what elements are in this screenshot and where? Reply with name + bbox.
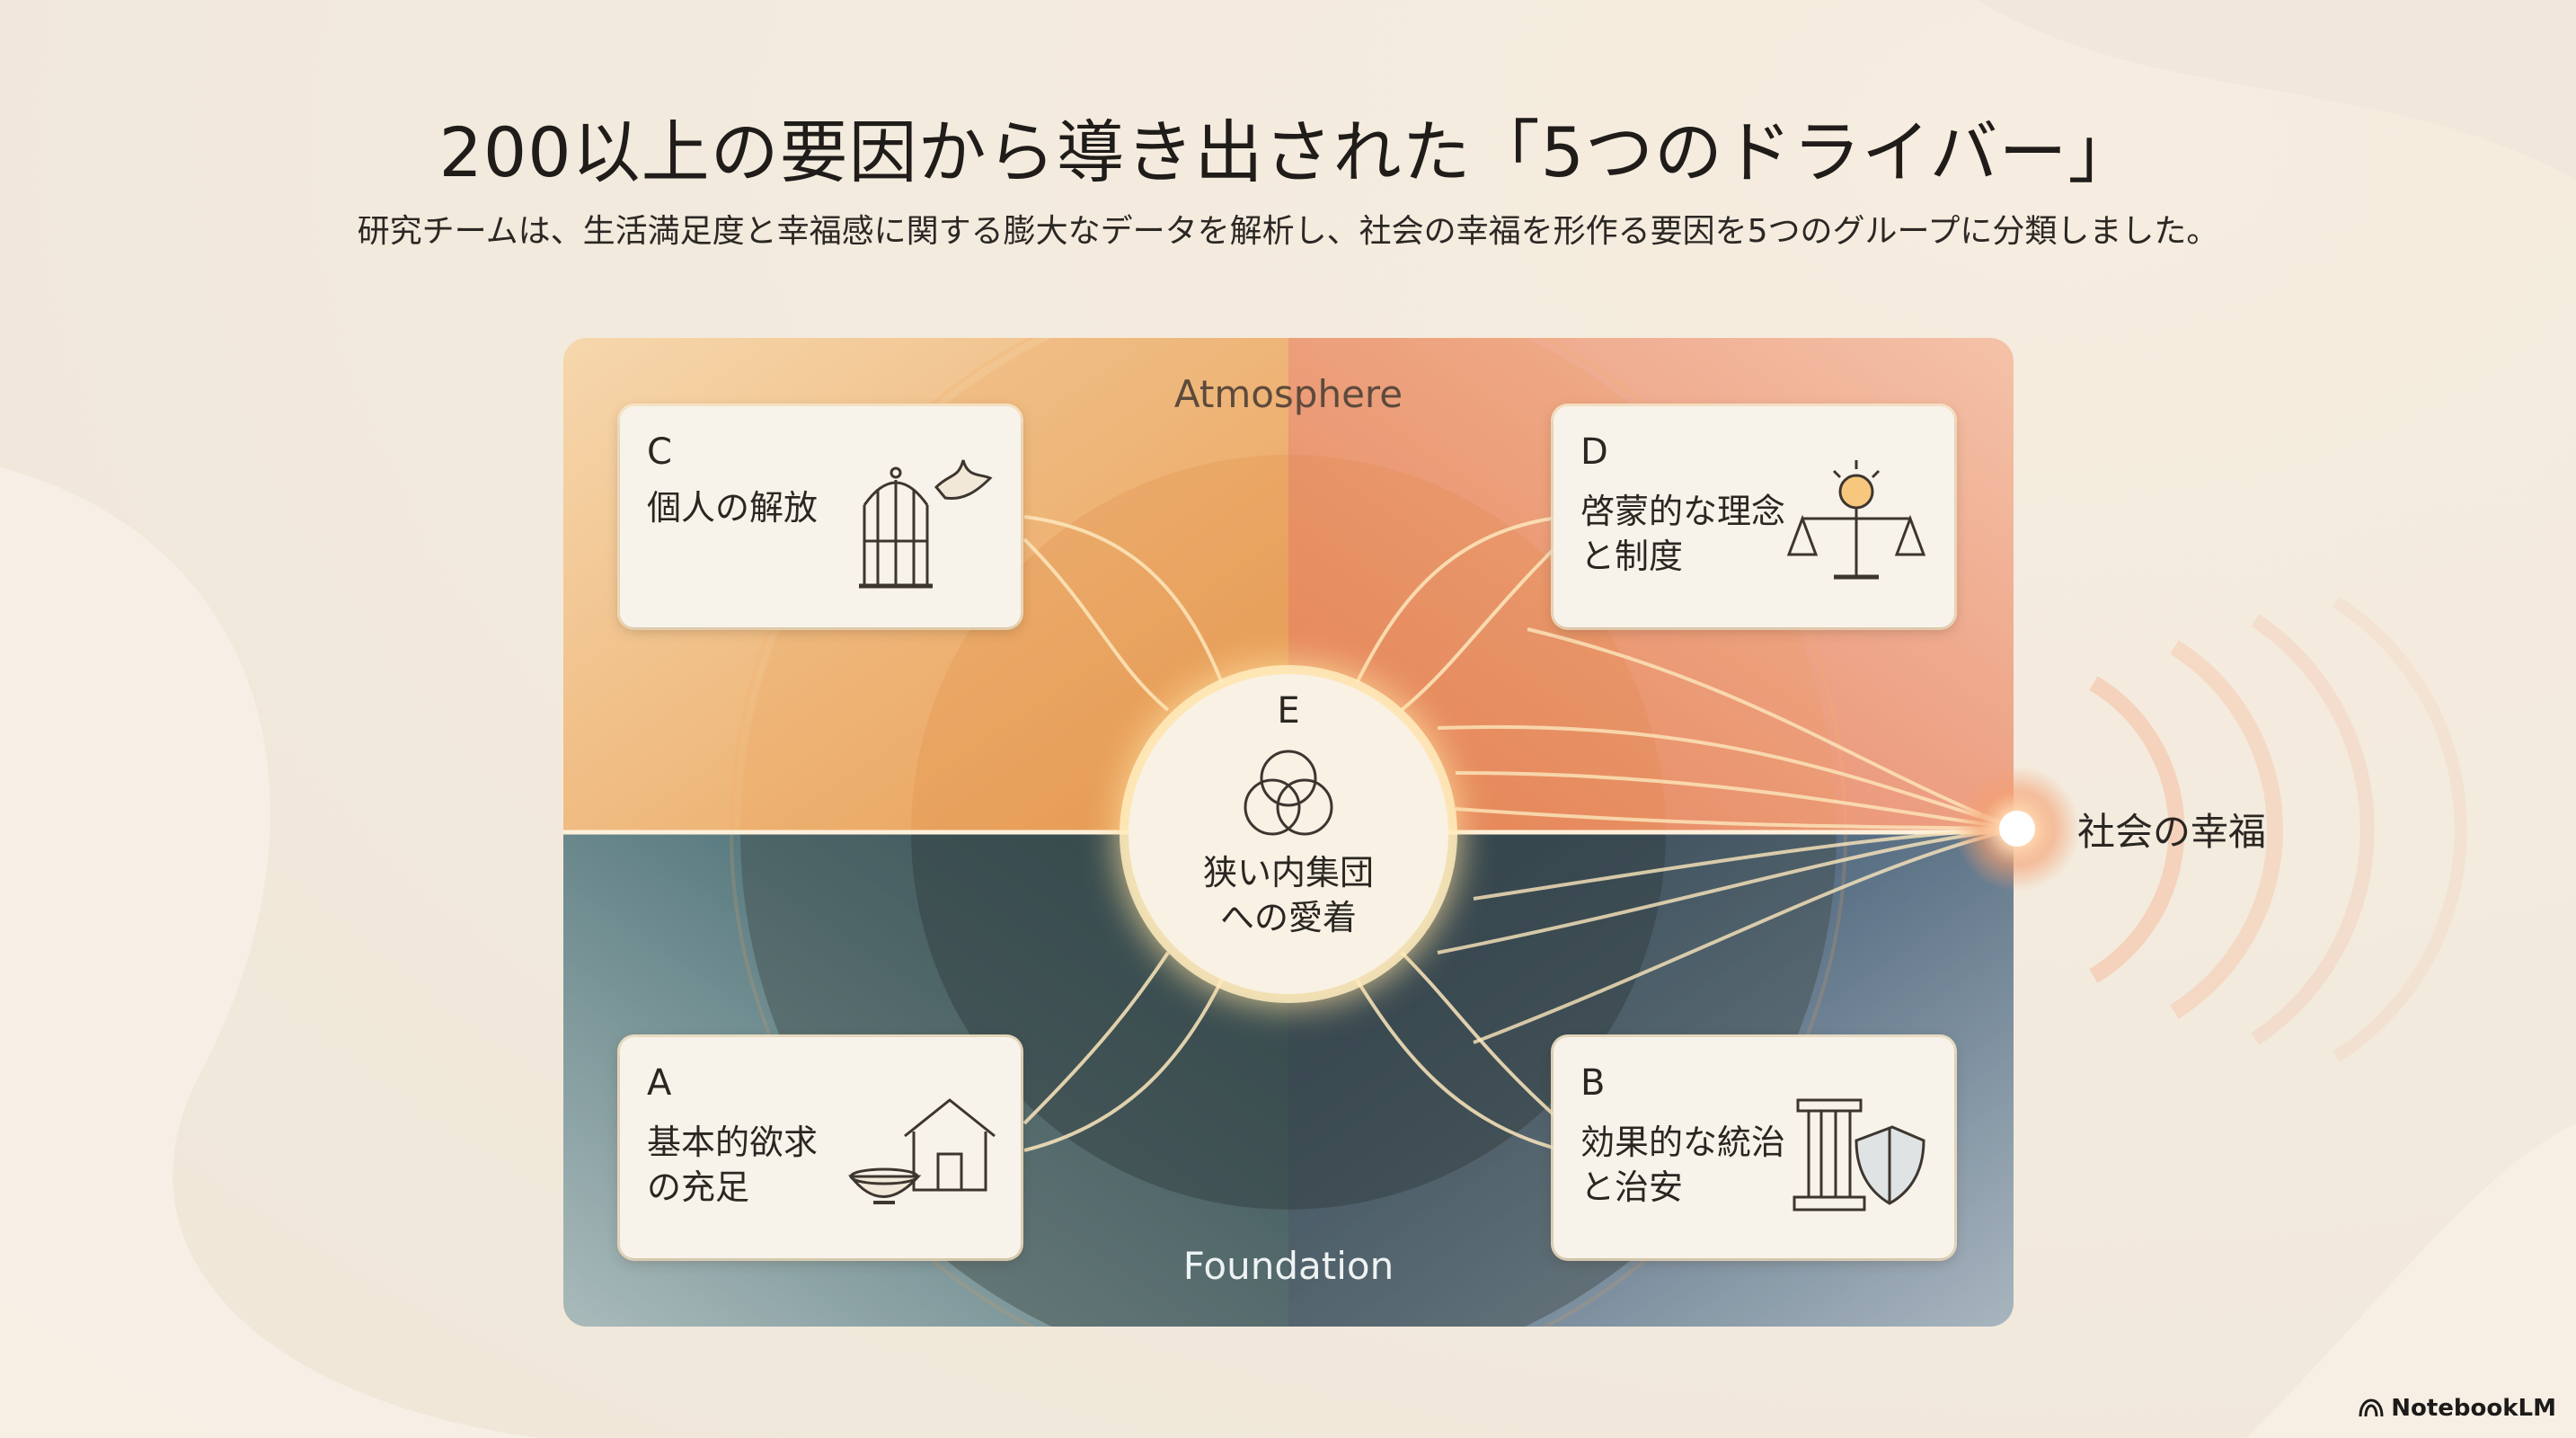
card-label-line2: の充足 — [647, 1167, 750, 1207]
card-label: 効果的な統治 と治安 — [1580, 1120, 1787, 1210]
page-subtitle: 研究チームは、生活満足度と幸福感に関する膨大なデータを解析し、社会の幸福を形作る… — [357, 213, 2219, 250]
target-glow — [2089, 597, 2467, 1062]
target-label: 社会の幸福 — [2077, 810, 2267, 854]
bowl-house-icon — [847, 1098, 996, 1204]
driver-card-d: D 啓蒙的な理念 と制度 — [1554, 406, 1954, 627]
connection-lines — [1022, 515, 1565, 1152]
center-letter: E — [1277, 690, 1300, 732]
card-letter: B — [1580, 1062, 1606, 1104]
center-label-line2: への愛着 — [1219, 898, 1357, 937]
card-label-line2: と制度 — [1580, 537, 1684, 576]
foundation-label: Foundation — [1182, 1244, 1394, 1288]
atmosphere-label: Atmosphere — [1173, 372, 1403, 416]
card-label: 個人の解放 — [647, 488, 819, 528]
flow-lines — [1437, 627, 2018, 1044]
scales-lightbulb-icon — [1786, 460, 1926, 580]
card-label: 基本的欲求 の充足 — [647, 1120, 854, 1210]
notebooklm-logo-icon — [2359, 1398, 2384, 1417]
center-label: 狭い内集団 への愛着 — [1129, 850, 1448, 940]
overlapping-circles-icon — [1244, 750, 1333, 836]
driver-card-a: A 基本的欲求 の充足 — [620, 1037, 1021, 1258]
driver-card-c: C 個人の解放 — [620, 406, 1021, 627]
card-label-line1: 基本的欲求 — [647, 1123, 819, 1162]
page-title: 200以上の要因から導き出された「5つのドライバー」 — [438, 112, 2138, 192]
brand-mark: NotebookLM — [2359, 1395, 2556, 1422]
card-label-line1: 効果的な統治 — [1580, 1123, 1786, 1162]
card-letter: D — [1580, 431, 1608, 473]
card-label: 啓蒙的な理念 と制度 — [1580, 489, 1787, 579]
driver-circle-e: E 狭い内集団 への愛着 — [1129, 674, 1448, 994]
card-label-line1: 啓蒙的な理念 — [1580, 492, 1786, 531]
center-label-line1: 狭い内集団 — [1202, 853, 1374, 892]
driver-card-b: B 効果的な統治 と治安 — [1554, 1037, 1954, 1258]
pillar-shield-icon — [1793, 1098, 1925, 1212]
brand-name: NotebookLM — [2391, 1395, 2556, 1422]
card-letter: C — [647, 431, 672, 473]
card-label-line2: と治安 — [1580, 1167, 1684, 1207]
target-node — [1999, 811, 2035, 847]
birdcage-dove-icon — [859, 459, 993, 589]
card-letter: A — [647, 1062, 672, 1104]
